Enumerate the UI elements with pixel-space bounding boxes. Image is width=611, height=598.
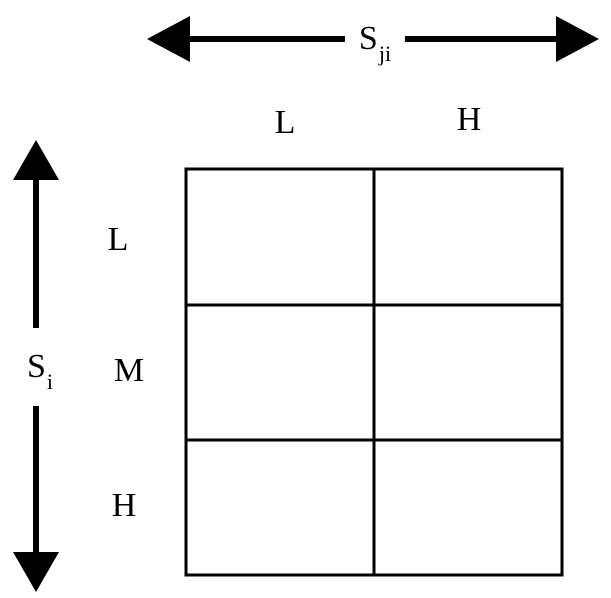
row-header-1: L [107, 221, 129, 258]
vertical-axis-label: Si [26, 328, 54, 406]
horizontal-axis-symbol: S [358, 20, 378, 57]
row-header-2: M [113, 352, 145, 389]
horizontal-axis-label: Sji [344, 20, 406, 65]
up-arrowhead-icon [13, 140, 59, 180]
column-header-1: L [274, 104, 296, 141]
vertical-axis-symbol: S [26, 348, 46, 385]
horizontal-axis-subscript: ji [378, 41, 392, 66]
vertical-axis-subscript: i [46, 369, 54, 394]
left-arrowhead-icon [147, 16, 190, 62]
column-header-2: H [456, 101, 482, 138]
row-header-3: H [111, 487, 137, 524]
right-arrowhead-icon [556, 16, 599, 62]
down-arrowhead-icon [13, 552, 59, 592]
grid-matrix [184, 167, 564, 577]
